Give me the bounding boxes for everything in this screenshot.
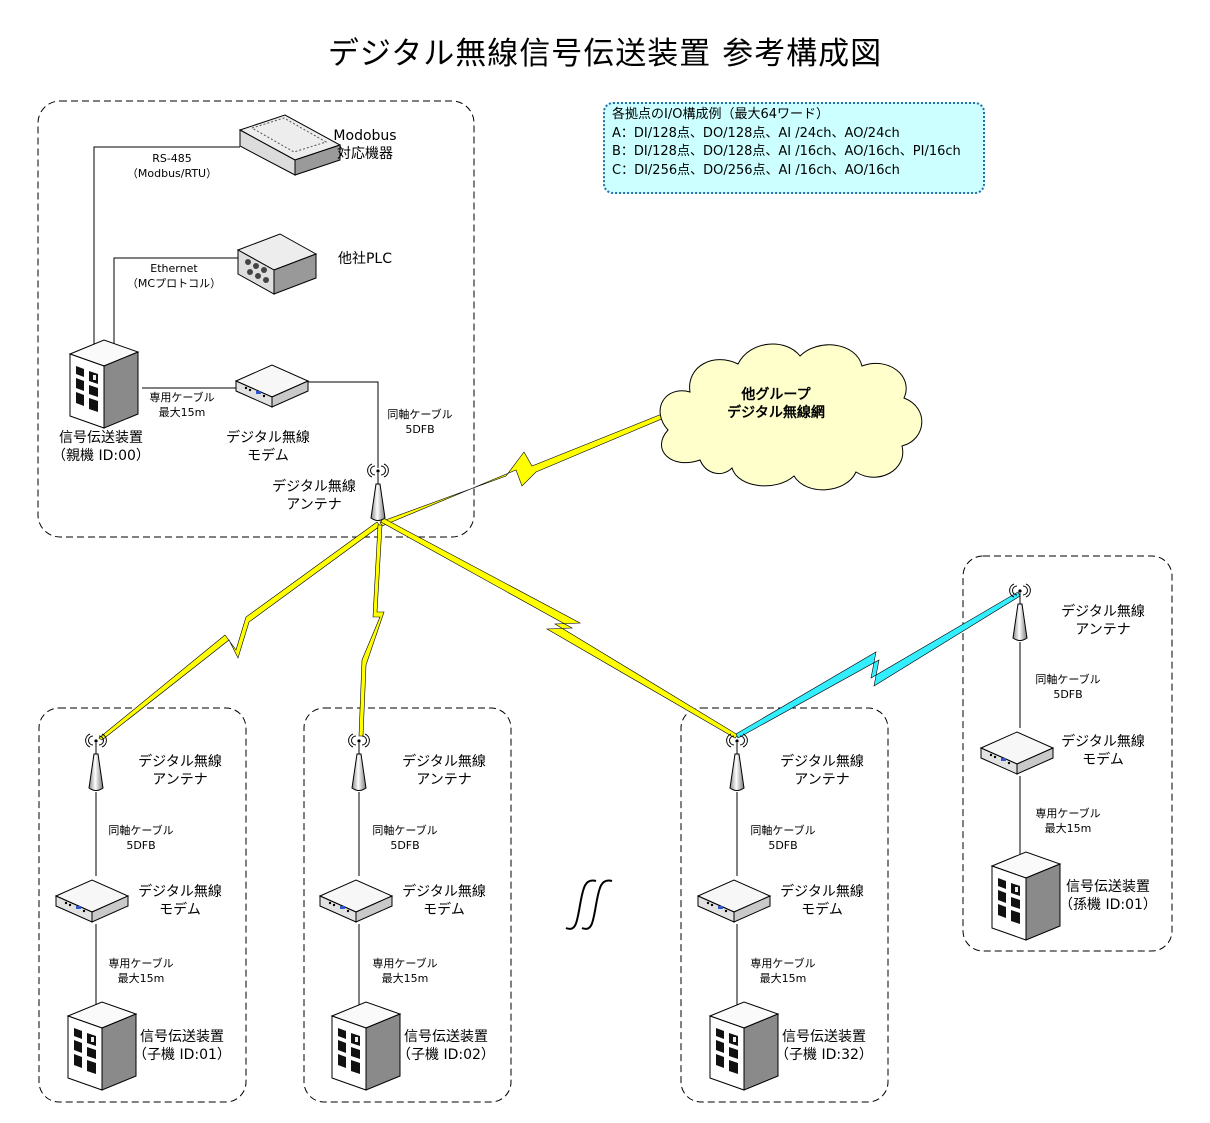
- slave01-modem-label: デジタル無線モデム: [138, 884, 222, 918]
- io-config-row-a: A：DI/128点、DO/128点、AI /24ch、AO/24ch: [612, 125, 900, 141]
- page-title: デジタル無線信号伝送装置 参考構成図: [327, 36, 883, 72]
- master-device-icon: [69, 339, 139, 429]
- io-config-row-c: C：DI/256点、DO/256点、AI /16ch、AO/16ch: [612, 162, 900, 178]
- grandchild-antenna-label: デジタル無線アンテナ: [1061, 604, 1145, 638]
- modem-icon: [697, 879, 771, 923]
- slave32-antenna-label: デジタル無線アンテナ: [780, 754, 864, 788]
- radio-link-01: [98, 521, 381, 741]
- radio-link-02: [358, 524, 385, 737]
- slave01-cable-label: 専用ケーブル最大15m: [108, 957, 174, 985]
- radio-link-relay: [735, 591, 1021, 739]
- antenna-icon: [85, 733, 107, 791]
- master-cable-label: 専用ケーブル最大15m: [149, 391, 215, 419]
- grandchild-modem-label: デジタル無線モデム: [1061, 734, 1145, 768]
- grandchild-device-label: 信号伝送装置（孫機 ID:01）: [1059, 879, 1157, 913]
- cloud-label: 他グループデジタル無線網: [727, 387, 825, 421]
- other-group-cloud: [659, 343, 923, 491]
- master-modem-icon: [235, 364, 309, 408]
- grandchild-cable-label: 専用ケーブル最大15m: [1035, 807, 1101, 835]
- slave02-modem-label: デジタル無線モデム: [402, 884, 486, 918]
- io-config-box: 各拠点のI/O構成例（最大64ワード） A：DI/128点、DO/128点、AI…: [603, 102, 985, 194]
- antenna-icon: [348, 733, 370, 791]
- antenna-icon: [726, 733, 748, 791]
- omission-mark-icon: [565, 879, 613, 930]
- plc-icon: [236, 233, 318, 295]
- grandchild-frame: [962, 555, 1173, 952]
- slave02-device-label: 信号伝送装置（子機 ID:02）: [397, 1029, 495, 1063]
- slave02-cable-label: 専用ケーブル最大15m: [372, 957, 438, 985]
- cable-lines: [93, 146, 1021, 1006]
- slave32-modem-label: デジタル無線モデム: [780, 884, 864, 918]
- master-frame: [37, 100, 475, 538]
- slave-frame-02: [303, 707, 512, 1103]
- modem-icon: [319, 879, 393, 923]
- slave01-antenna-label: デジタル無線アンテナ: [138, 754, 222, 788]
- slave32-device-label: 信号伝送装置（子機 ID:32）: [775, 1029, 873, 1063]
- modbus-device-icon: [238, 114, 342, 176]
- slave32-cable-label: 専用ケーブル最大15m: [750, 957, 816, 985]
- plc-label: 他社PLC: [337, 251, 393, 267]
- master-device-label: 信号伝送装置（親機 ID:00）: [52, 430, 150, 464]
- modem-icon: [980, 731, 1054, 775]
- modem-icon: [55, 879, 129, 923]
- slave01-device-label: 信号伝送装置（子機 ID:01）: [133, 1029, 231, 1063]
- rs485-label: RS-485（Modbus/RTU）: [126, 152, 218, 180]
- master-modem-label: デジタル無線モデム: [226, 430, 310, 464]
- master-antenna-icon: [367, 463, 389, 521]
- antenna-icon: [1009, 583, 1031, 641]
- slave02-antenna-label: デジタル無線アンテナ: [402, 754, 486, 788]
- radio-link-32: [380, 517, 739, 739]
- master-antenna-label: デジタル無線アンテナ: [272, 479, 356, 513]
- io-config-row-b: B：DI/128点、DO/128点、AI /16ch、AO/16ch、PI/16…: [612, 144, 961, 159]
- io-config-heading: 各拠点のI/O構成例（最大64ワード）: [612, 107, 829, 122]
- ethernet-label: Ethernet（MCプロトコル）: [126, 262, 222, 290]
